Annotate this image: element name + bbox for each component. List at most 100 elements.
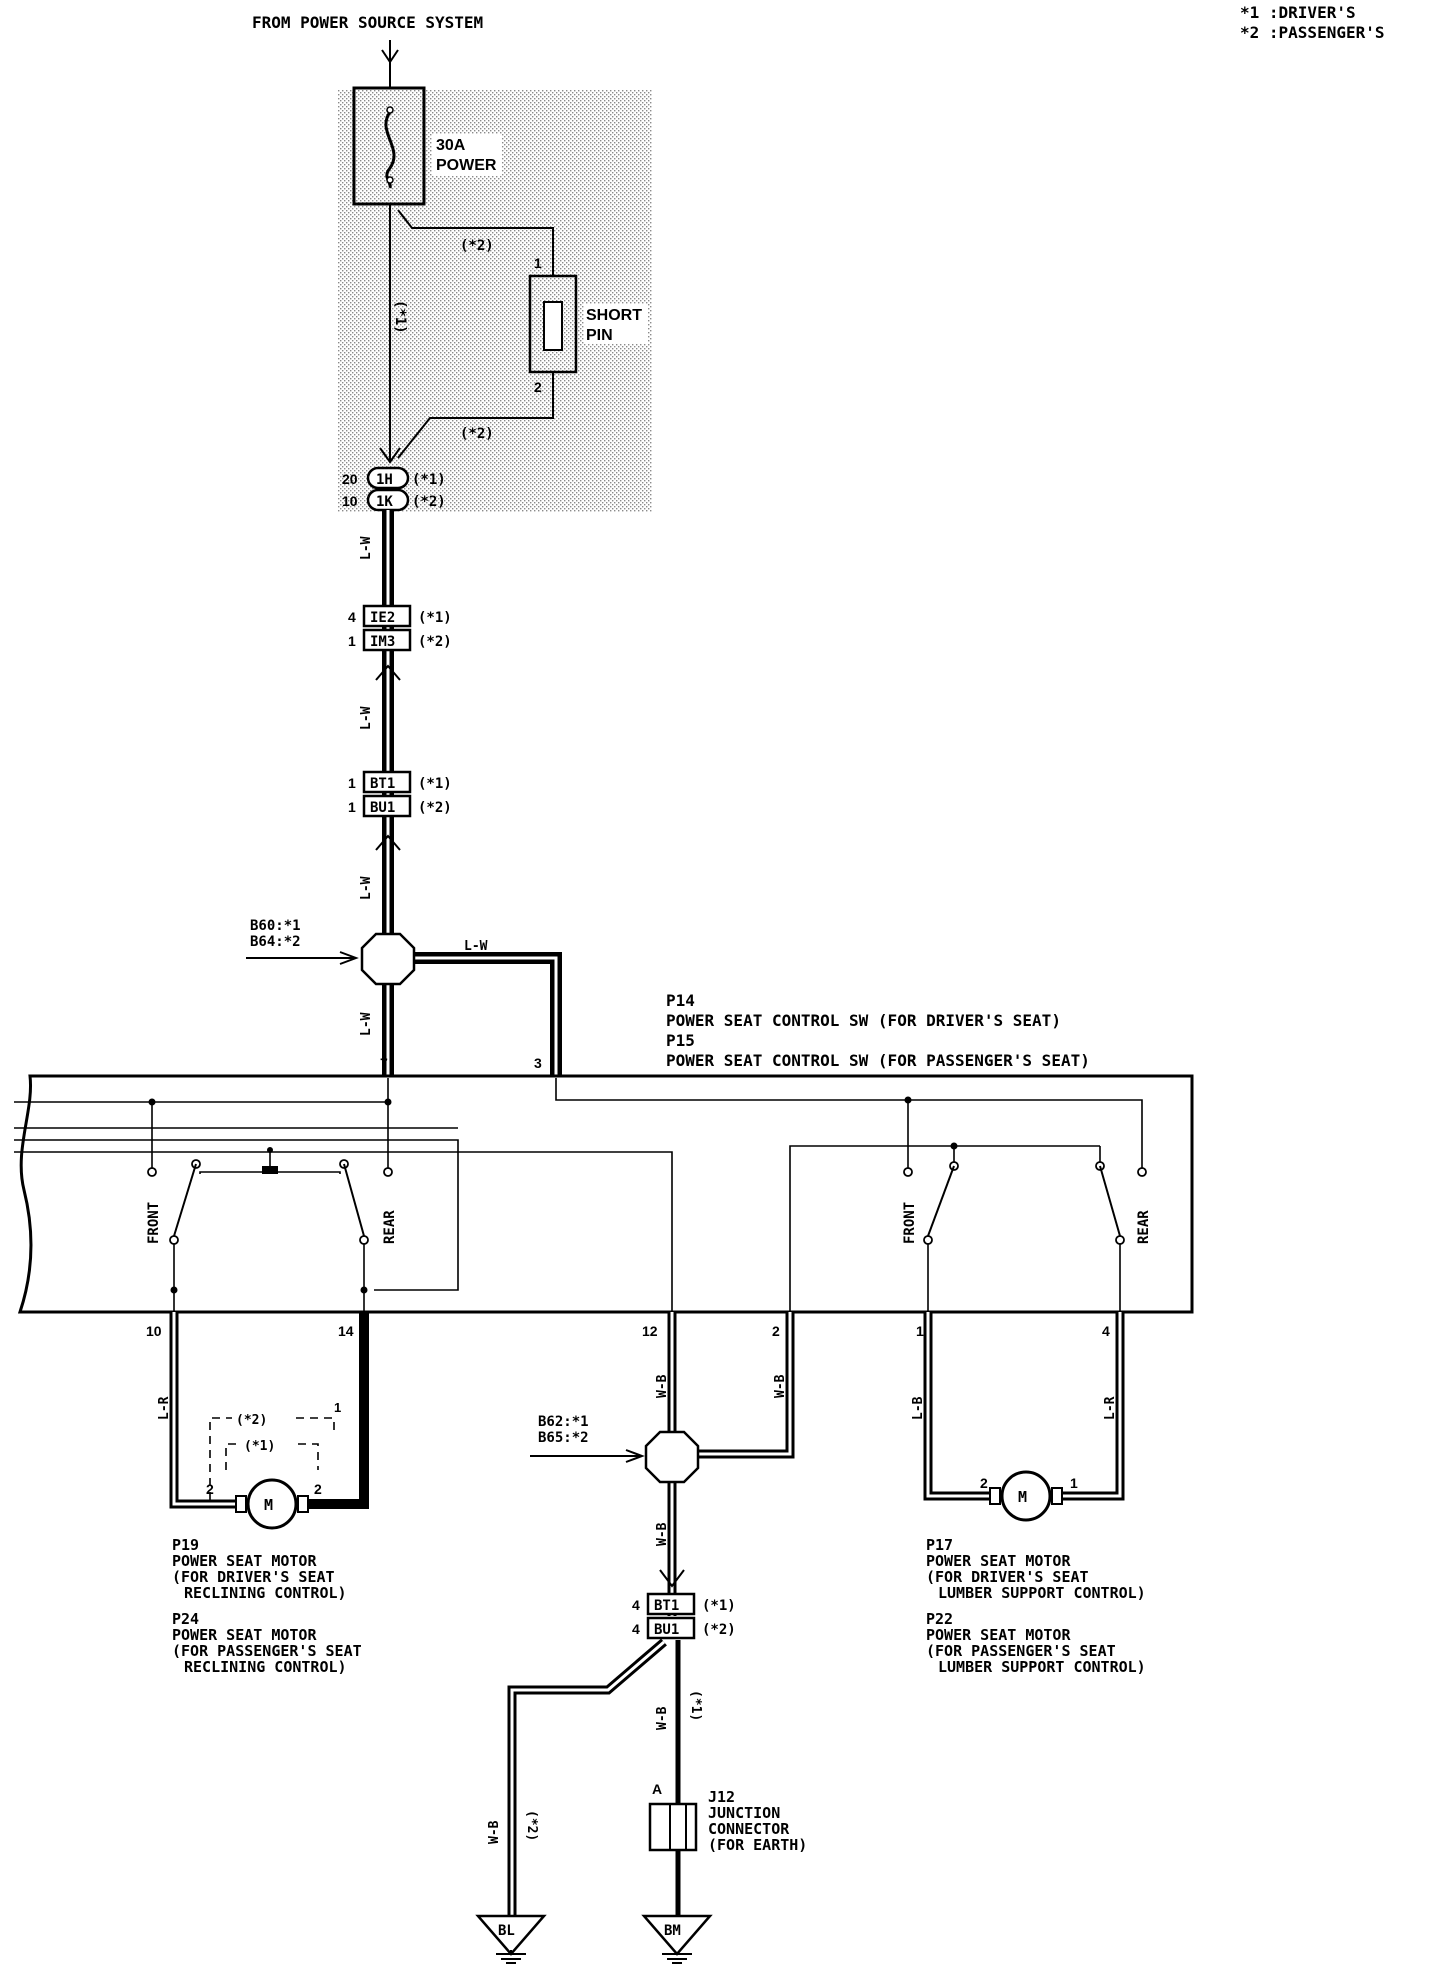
switch-left-front-label: FRONT [146, 1202, 162, 1244]
wire-label-lw-4: L-W [359, 1012, 374, 1036]
motor-right-p22-l2: (FOR PASSENGER'S SEAT [926, 1642, 1116, 1660]
switch-left-rear-label: REAR [382, 1210, 398, 1244]
motor-left-p24-code: P24 [172, 1610, 199, 1628]
fuse-rating: 30A [436, 137, 466, 154]
motor-right-p17-l1: POWER SEAT MOTOR [926, 1552, 1071, 1570]
ground-bl-icon [475, 1914, 547, 1964]
short-pin-note-bottom: (*2) [460, 426, 494, 442]
ground-bm-label: BM [664, 1923, 681, 1939]
connector-bu1-bottom-name: BU1 [654, 1622, 679, 1638]
switch-pin-7: 7 [380, 1055, 388, 1071]
switch-pin-1: 1 [916, 1323, 924, 1339]
wire-left-motor-pin14 [308, 1312, 369, 1509]
lw-branch-wire [412, 952, 562, 1076]
connector-im3-name: IM3 [370, 634, 395, 650]
connector-bu1-top-name: BU1 [370, 800, 395, 816]
ground-bm-icon [641, 1914, 713, 1964]
short-pin-note-top: (*2) [460, 238, 494, 254]
switch-left-contacts [147, 1098, 393, 1294]
legend-passengers: *2 :PASSENGER'S [1240, 23, 1385, 42]
connector-ie2 [362, 604, 412, 628]
j12-pin: A [652, 1781, 662, 1797]
switch-p14-name: POWER SEAT CONTROL SW (FOR DRIVER'S SEAT… [666, 1011, 1061, 1030]
wire-label-lw-2: L-W [359, 706, 374, 730]
connector-bt1-bottom-name: BT1 [654, 1598, 679, 1614]
motor-left-p24-l3: RECLINING CONTROL) [184, 1658, 347, 1676]
connector-1h [366, 466, 410, 490]
connector-bt1-bottom-pin: 4 [632, 1597, 640, 1613]
junction-upper-label-1: B60:*1 [250, 918, 301, 934]
bt1-arrow-icon [375, 834, 401, 851]
connector-bt1-top-pin: 1 [348, 775, 356, 791]
motor-left-alt2: (*2) [236, 1413, 267, 1428]
switch-right-front-label: FRONT [902, 1202, 918, 1244]
connector-bu1-bottom [646, 1616, 696, 1640]
j12-l2: CONNECTOR [708, 1820, 790, 1838]
motor-left-pin-l: 2 [206, 1481, 214, 1497]
motor-left-p19-l2: (FOR DRIVER'S SEAT [172, 1568, 335, 1586]
motor-right-icon [1000, 1470, 1052, 1522]
motor-left-symbol: M [264, 1496, 273, 1514]
wire-label-wb-3: W-B [655, 1522, 670, 1546]
motor-right-p22-code: P22 [926, 1610, 953, 1628]
wire-label-wb-5: W-B [487, 1820, 502, 1844]
short-pin-pin2: 2 [534, 379, 542, 395]
ie2-arrow-icon [375, 664, 401, 681]
motor-right-p17-l2: (FOR DRIVER'S SEAT [926, 1568, 1089, 1586]
source-arrow-icon [381, 49, 399, 64]
wire-label-wb-4: W-B [655, 1706, 670, 1730]
connector-1k-pin: 10 [342, 493, 358, 509]
short-pin-pin1: 1 [534, 255, 542, 271]
wire-label-lw-1: L-W [359, 536, 374, 560]
connector-1k-note: (*2) [412, 494, 446, 510]
ground-bl-label: BL [498, 1923, 515, 1939]
short-pin-top-wire [397, 209, 554, 276]
junction-upper-icon [360, 932, 416, 986]
fuse-name: POWER [436, 157, 497, 174]
connector-bt1-bottom-note: (*1) [702, 1598, 736, 1614]
motor-left-pin-r: 2 [314, 1481, 322, 1497]
switch-pin-3: 3 [534, 1055, 542, 1071]
motor-left-icon [246, 1478, 298, 1530]
short-pin-label-2: PIN [586, 327, 613, 344]
junction-lower-label-1: B62:*1 [538, 1414, 589, 1430]
motor-left-pin-alt: 1 [334, 1400, 341, 1415]
connector-im3-pin: 1 [348, 633, 356, 649]
wire-label-lw-branch: L-W [464, 939, 488, 954]
junction-upper-label-2: B64:*2 [250, 934, 301, 950]
connector-bu1-top-note: (*2) [418, 800, 452, 816]
motor-right-pin-r: 1 [1070, 1475, 1078, 1491]
switch-right-rear-label: REAR [1136, 1210, 1152, 1244]
switch-body [17, 1074, 1194, 1314]
motor-left-alt1: (*1) [244, 1439, 275, 1454]
note-vertical: (*1) [392, 300, 408, 334]
motor-right-symbol: M [1018, 1488, 1027, 1506]
switch-p14-code: P14 [666, 991, 695, 1010]
feed-arrow-icon [379, 447, 401, 464]
short-pin-bottom-wire [397, 372, 554, 459]
connector-bt1-bottom [646, 1592, 696, 1616]
earth-note-2: (*2) [524, 1810, 539, 1841]
connector-bu1-top [362, 794, 412, 818]
motor-right-p22-l3: LUMBER SUPPORT CONTROL) [938, 1658, 1146, 1676]
connector-ie2-name: IE2 [370, 610, 395, 626]
switch-internal-wiring [14, 1078, 1143, 1312]
j12-code: J12 [708, 1788, 735, 1806]
connector-bu1-bottom-pin: 4 [632, 1621, 640, 1637]
motor-right-p17-code: P17 [926, 1536, 953, 1554]
connector-ie2-note: (*1) [418, 610, 452, 626]
motor-left-p19-l1: POWER SEAT MOTOR [172, 1552, 317, 1570]
short-pin-label-1: SHORT [586, 307, 642, 324]
wb-wire-center [667, 1312, 795, 1616]
junction-lower-icon [644, 1430, 700, 1484]
switch-p15-name: POWER SEAT CONTROL SW (FOR PASSENGER'S S… [666, 1051, 1090, 1070]
switch-pin-2: 2 [772, 1323, 780, 1339]
connector-1h-pin: 20 [342, 471, 358, 487]
wire-label-wb-2: W-B [773, 1374, 788, 1398]
bt1-bottom-arrow-icon [659, 1569, 685, 1588]
wb-earth-wire-bl [507, 1638, 667, 1916]
switch-pin-14: 14 [338, 1323, 354, 1339]
j12-l3: (FOR EARTH) [708, 1836, 807, 1854]
